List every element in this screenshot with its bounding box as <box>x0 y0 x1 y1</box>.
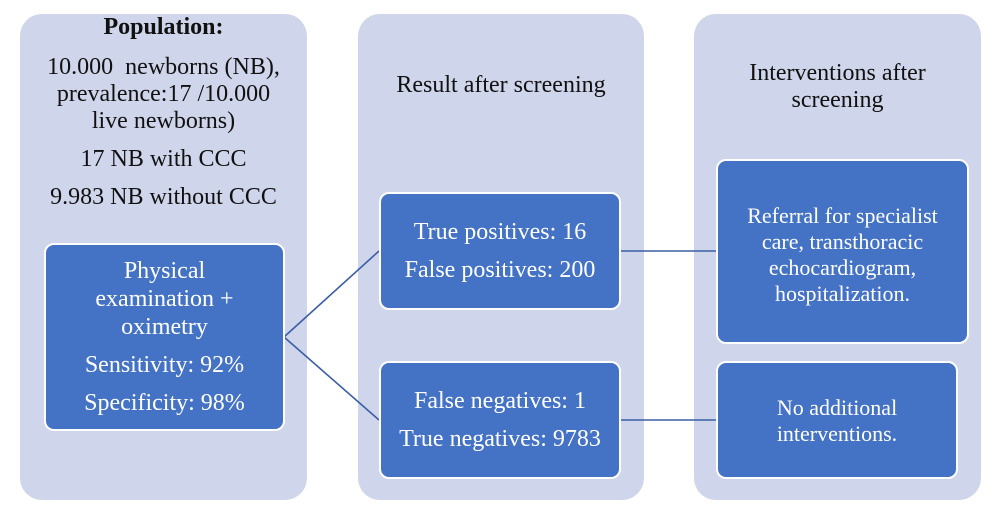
true-negatives-label: True negatives: 9783 <box>399 426 601 452</box>
false-positives-label: False positives: 200 <box>404 257 596 283</box>
screening-line-2: examination + <box>95 286 234 312</box>
population-line-3: live newborns) <box>91 108 236 134</box>
positive-results-box: True positives: 16 False positives: 200 <box>379 192 621 310</box>
true-positives-label: True positives: 16 <box>413 219 587 245</box>
no-intervention-line-1: No additional <box>776 395 898 420</box>
population-line-1: 10.000 newborns (NB), <box>47 54 280 80</box>
interventions-title-line-1: Interventions after <box>749 60 926 86</box>
no-intervention-box: No additional interventions. <box>716 361 958 479</box>
referral-intervention-box: Referral for specialist care, transthora… <box>716 159 969 344</box>
sensitivity-label: Sensitivity: 92% <box>84 352 245 378</box>
referral-line-4: hospitalization. <box>774 281 911 306</box>
false-negatives-label: False negatives: 1 <box>414 388 586 414</box>
interventions-title-line-2: screening <box>791 87 884 113</box>
population-without-ccc: 9.983 NB without CCC <box>50 184 277 210</box>
population-line-2: prevalence:17 /10.000 <box>56 81 271 107</box>
screening-line-1: Physical <box>123 258 206 284</box>
connector-screening-to-negative <box>283 336 380 421</box>
screening-method-box: Physical examination + oximetry Sensitiv… <box>44 243 285 431</box>
specificity-label: Specificity: 98% <box>84 390 245 416</box>
connector-screening-to-positive <box>283 250 380 338</box>
referral-line-3: echocardiogram, <box>768 255 917 280</box>
screening-line-3: oximetry <box>121 314 208 340</box>
referral-line-1: Referral for specialist <box>747 203 938 228</box>
results-title: Result after screening <box>396 72 606 98</box>
no-intervention-line-2: interventions. <box>776 421 898 446</box>
referral-line-2: care, transthoracic <box>761 229 924 254</box>
population-with-ccc: 17 NB with CCC <box>80 146 247 172</box>
negative-results-box: False negatives: 1 True negatives: 9783 <box>379 361 621 479</box>
population-heading: Population: <box>103 14 224 40</box>
